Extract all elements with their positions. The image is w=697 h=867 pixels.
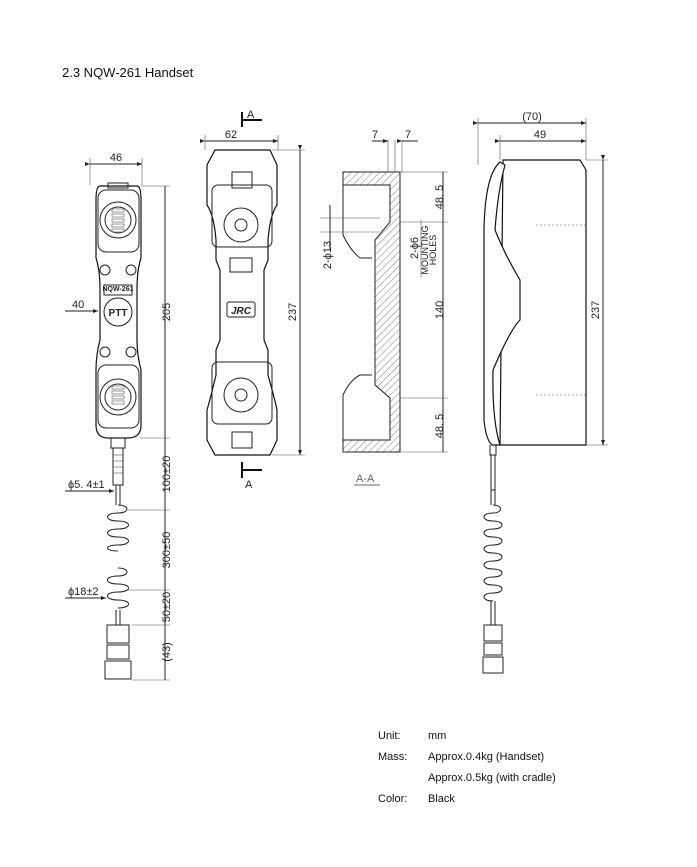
side-view: (70) 49 237 bbox=[473, 111, 608, 674]
jrc-logo: JRC bbox=[231, 306, 252, 317]
mass-handset-value: Approx.0.4kg (Handset) bbox=[428, 751, 545, 763]
side-height-dim: 237 bbox=[590, 301, 602, 319]
mounting-hole-dim: 2-ϕ6 bbox=[409, 237, 421, 259]
cable-dim-1: 100±20 bbox=[161, 456, 173, 493]
overall-depth-dim: (70) bbox=[522, 111, 542, 123]
mounting-label-1: MOUNTING bbox=[420, 226, 430, 275]
coil-diameter-dim: ϕ18±2 bbox=[68, 586, 99, 598]
section-marker-bottom: A bbox=[245, 479, 253, 491]
section-top-dim-2: 7 bbox=[405, 129, 411, 141]
section-dim-top: 48. 5 bbox=[434, 185, 446, 209]
front-width-dim: 46 bbox=[110, 152, 122, 164]
section-top-dim-1: 7 bbox=[372, 129, 378, 141]
front-height-dim: 205 bbox=[161, 303, 173, 321]
hole-diameter-dim: 2-ϕ13 bbox=[322, 241, 334, 269]
cable-dim-2: 300±50 bbox=[161, 532, 173, 569]
unit-label: Unit: bbox=[378, 730, 401, 742]
cable-diameter-dim: ϕ5. 4±1 bbox=[68, 479, 105, 491]
model-label: NQW-261 bbox=[103, 286, 134, 293]
mass-cradle-value: Approx.0.5kg (with cradle) bbox=[428, 772, 556, 784]
page-title: 2.3 NQW-261 Handset bbox=[62, 65, 194, 80]
section-marker-top: A bbox=[247, 109, 255, 121]
mounting-label-2: HOLES bbox=[428, 235, 438, 266]
ptt-button-label: PTT bbox=[109, 308, 128, 319]
section-dim-bottom: 48. 5 bbox=[434, 414, 446, 438]
unit-value: mm bbox=[428, 730, 447, 742]
color-label: Color: bbox=[378, 793, 408, 805]
front-view: NQW-261 PTT 46 205 100±20 300±50 50±20 (… bbox=[65, 152, 173, 681]
cable-dim-3: 50±20 bbox=[161, 592, 173, 623]
section-view: 7 7 48. 5 140 48. 5 2-ϕ13 2-ϕ6 MOUNTING … bbox=[320, 129, 448, 486]
cradle-view: JRC 62 237 A A bbox=[200, 109, 305, 491]
cradle-height-dim: 237 bbox=[287, 303, 299, 321]
cable-dim-4: (43) bbox=[161, 642, 173, 662]
cradle-width-dim: 62 bbox=[225, 129, 237, 141]
color-value: Black bbox=[428, 793, 455, 805]
mass-label: Mass: bbox=[378, 751, 408, 763]
section-dim-middle: 140 bbox=[434, 301, 446, 319]
ptt-dim: 40 bbox=[72, 299, 84, 311]
cradle-depth-dim: 49 bbox=[534, 129, 546, 141]
section-label: A-A bbox=[356, 473, 375, 485]
